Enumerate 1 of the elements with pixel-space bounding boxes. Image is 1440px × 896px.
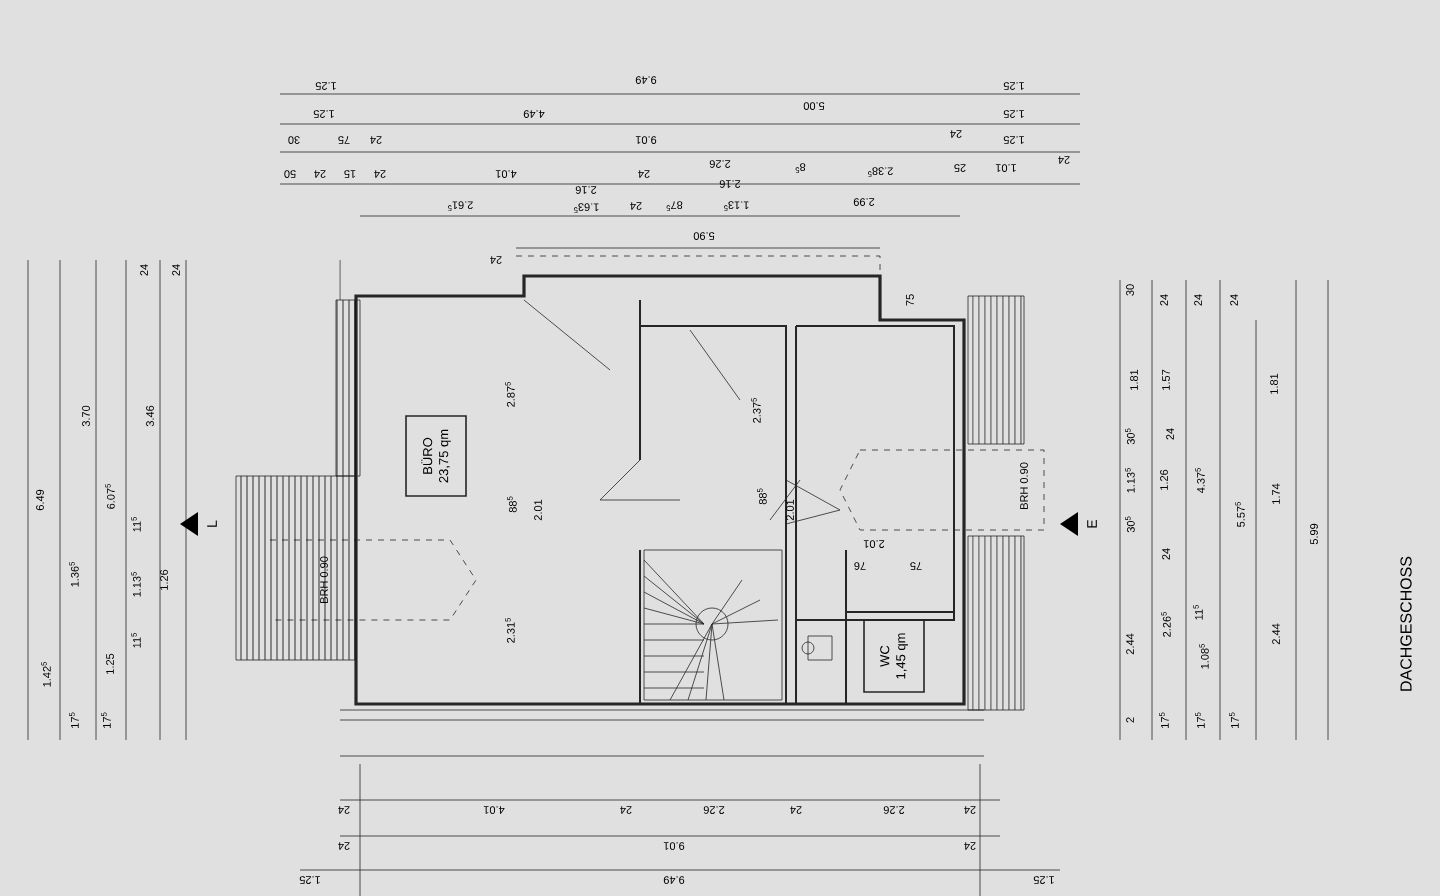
title: DACHGESCHOSS: [1400, 556, 1412, 691]
